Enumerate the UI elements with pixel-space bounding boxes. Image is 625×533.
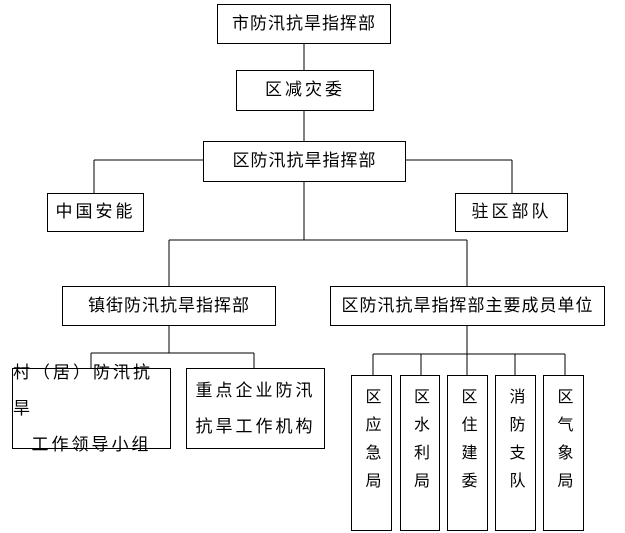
enterprise-group-box: 重点企业防汛 抗旱工作机构 (186, 368, 325, 449)
village-group-line1: 村（居）防汛抗旱 (13, 362, 153, 419)
unit-box-weather: 区气象局 (543, 375, 584, 531)
district-hq-box: 区防汛抗旱指挥部 (203, 141, 406, 182)
town-hq-label: 镇街防汛抗旱指挥部 (88, 295, 250, 316)
district-hq-label: 区防汛抗旱指挥部 (232, 151, 377, 171)
enterprise-group-line2: 抗旱工作机构 (195, 416, 316, 437)
member-units-box: 区防汛抗旱指挥部主要成员单位 (330, 286, 605, 326)
village-group-line2: 工作领导小组 (31, 434, 152, 455)
unit-label-housing: 区住建委 (458, 388, 478, 500)
china-energy-label: 中国安能 (55, 202, 136, 222)
unit-box-emergency: 区应急局 (351, 375, 392, 531)
member-units-label: 区防汛抗旱指挥部主要成员单位 (341, 295, 594, 316)
unit-box-fire: 消防支队 (495, 375, 536, 531)
village-group-box: 村（居）防汛抗旱 工作领导小组 (12, 363, 171, 455)
unit-label-fire: 消防支队 (506, 388, 526, 500)
reduction-committee-label: 区减灾委 (265, 80, 345, 100)
town-hq-box: 镇街防汛抗旱指挥部 (62, 286, 276, 326)
city-hq-label: 市防汛抗旱指挥部 (232, 13, 376, 34)
unit-label-emergency: 区应急局 (362, 388, 382, 500)
enterprise-group-line1: 重点企业防汛 (195, 380, 316, 401)
unit-label-weather: 区气象局 (554, 388, 574, 500)
unit-box-housing: 区住建委 (447, 375, 488, 531)
city-hq-box: 市防汛抗旱指挥部 (217, 4, 391, 44)
unit-label-water: 区水利局 (411, 388, 430, 500)
unit-box-water: 区水利局 (400, 375, 440, 531)
stationed-troops-box: 驻区部队 (455, 193, 568, 232)
china-energy-box: 中国安能 (47, 193, 144, 232)
reduction-committee-box: 区减灾委 (236, 70, 374, 111)
stationed-troops-label: 驻区部队 (471, 202, 552, 222)
